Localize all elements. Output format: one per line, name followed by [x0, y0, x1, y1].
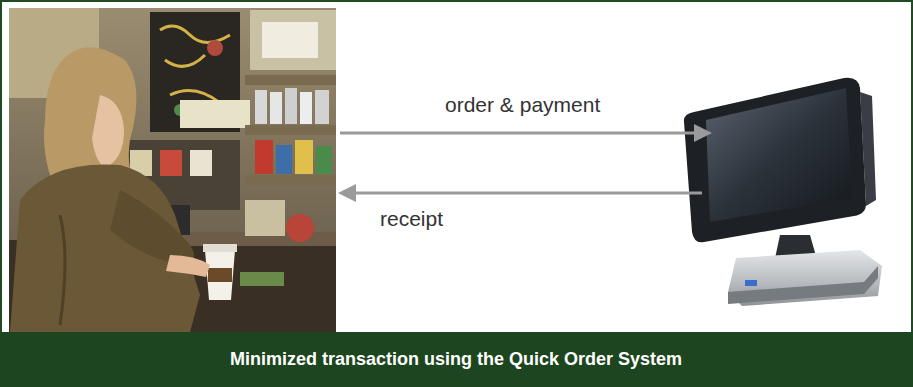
customer-photo-part — [262, 22, 318, 58]
pos-terminal-part — [745, 280, 757, 286]
customer-photo-part — [270, 92, 282, 124]
pos-terminal-part — [860, 92, 876, 206]
customer-photo-part — [180, 100, 250, 128]
customer-photo-part — [276, 145, 292, 174]
customer-photo-part — [190, 150, 212, 176]
customer-photo-part — [245, 125, 336, 135]
customer-photo-part — [295, 140, 313, 174]
customer-photo-part — [250, 10, 336, 70]
arrow-label: receipt — [380, 207, 443, 231]
customer-photo-part — [203, 244, 237, 252]
flow-arrow-part — [340, 132, 696, 135]
customer-photo-part — [160, 150, 182, 176]
customer-photo-part — [160, 26, 230, 103]
pos-terminal — [684, 78, 882, 306]
customer-photo-part — [166, 255, 210, 277]
pos-terminal-part — [706, 88, 852, 222]
customer-photo-part — [245, 175, 336, 185]
customer-photo-part — [9, 8, 336, 332]
customer-photo-part — [10, 164, 200, 332]
flow-arrow-part — [694, 124, 712, 142]
customer-photo-part — [60, 215, 65, 325]
flow-arrow — [340, 124, 712, 142]
customer-photo-part — [205, 250, 235, 300]
flow-arrow — [338, 184, 702, 202]
customer-photo-part — [300, 92, 312, 124]
pos-terminal-part — [728, 266, 878, 304]
customer-photo-part — [285, 88, 297, 124]
customer-photo-part — [208, 268, 232, 282]
caption-text: Minimized transaction using the Quick Or… — [230, 349, 682, 370]
customer-photo-part — [316, 146, 332, 174]
customer-photo-part — [315, 90, 329, 124]
customer-photo-part — [255, 90, 267, 124]
pos-terminal-part — [684, 78, 866, 243]
customer-photo-part — [245, 75, 336, 85]
customer-photo-part — [286, 214, 314, 242]
customer-photo-part — [255, 140, 273, 174]
customer-photo-part — [245, 200, 285, 236]
flow-arrow-part — [354, 192, 702, 195]
flow-arrow-part — [338, 184, 356, 202]
customer-photo-part — [110, 190, 194, 265]
customer-photo-part — [92, 95, 124, 168]
customer-photo-part — [207, 40, 223, 56]
customer-photo-part — [240, 272, 284, 286]
pos-terminal-part — [728, 250, 882, 306]
arrow-label: order & payment — [445, 93, 600, 117]
frame-part — [0, 332, 913, 387]
customer-photo — [9, 8, 336, 332]
